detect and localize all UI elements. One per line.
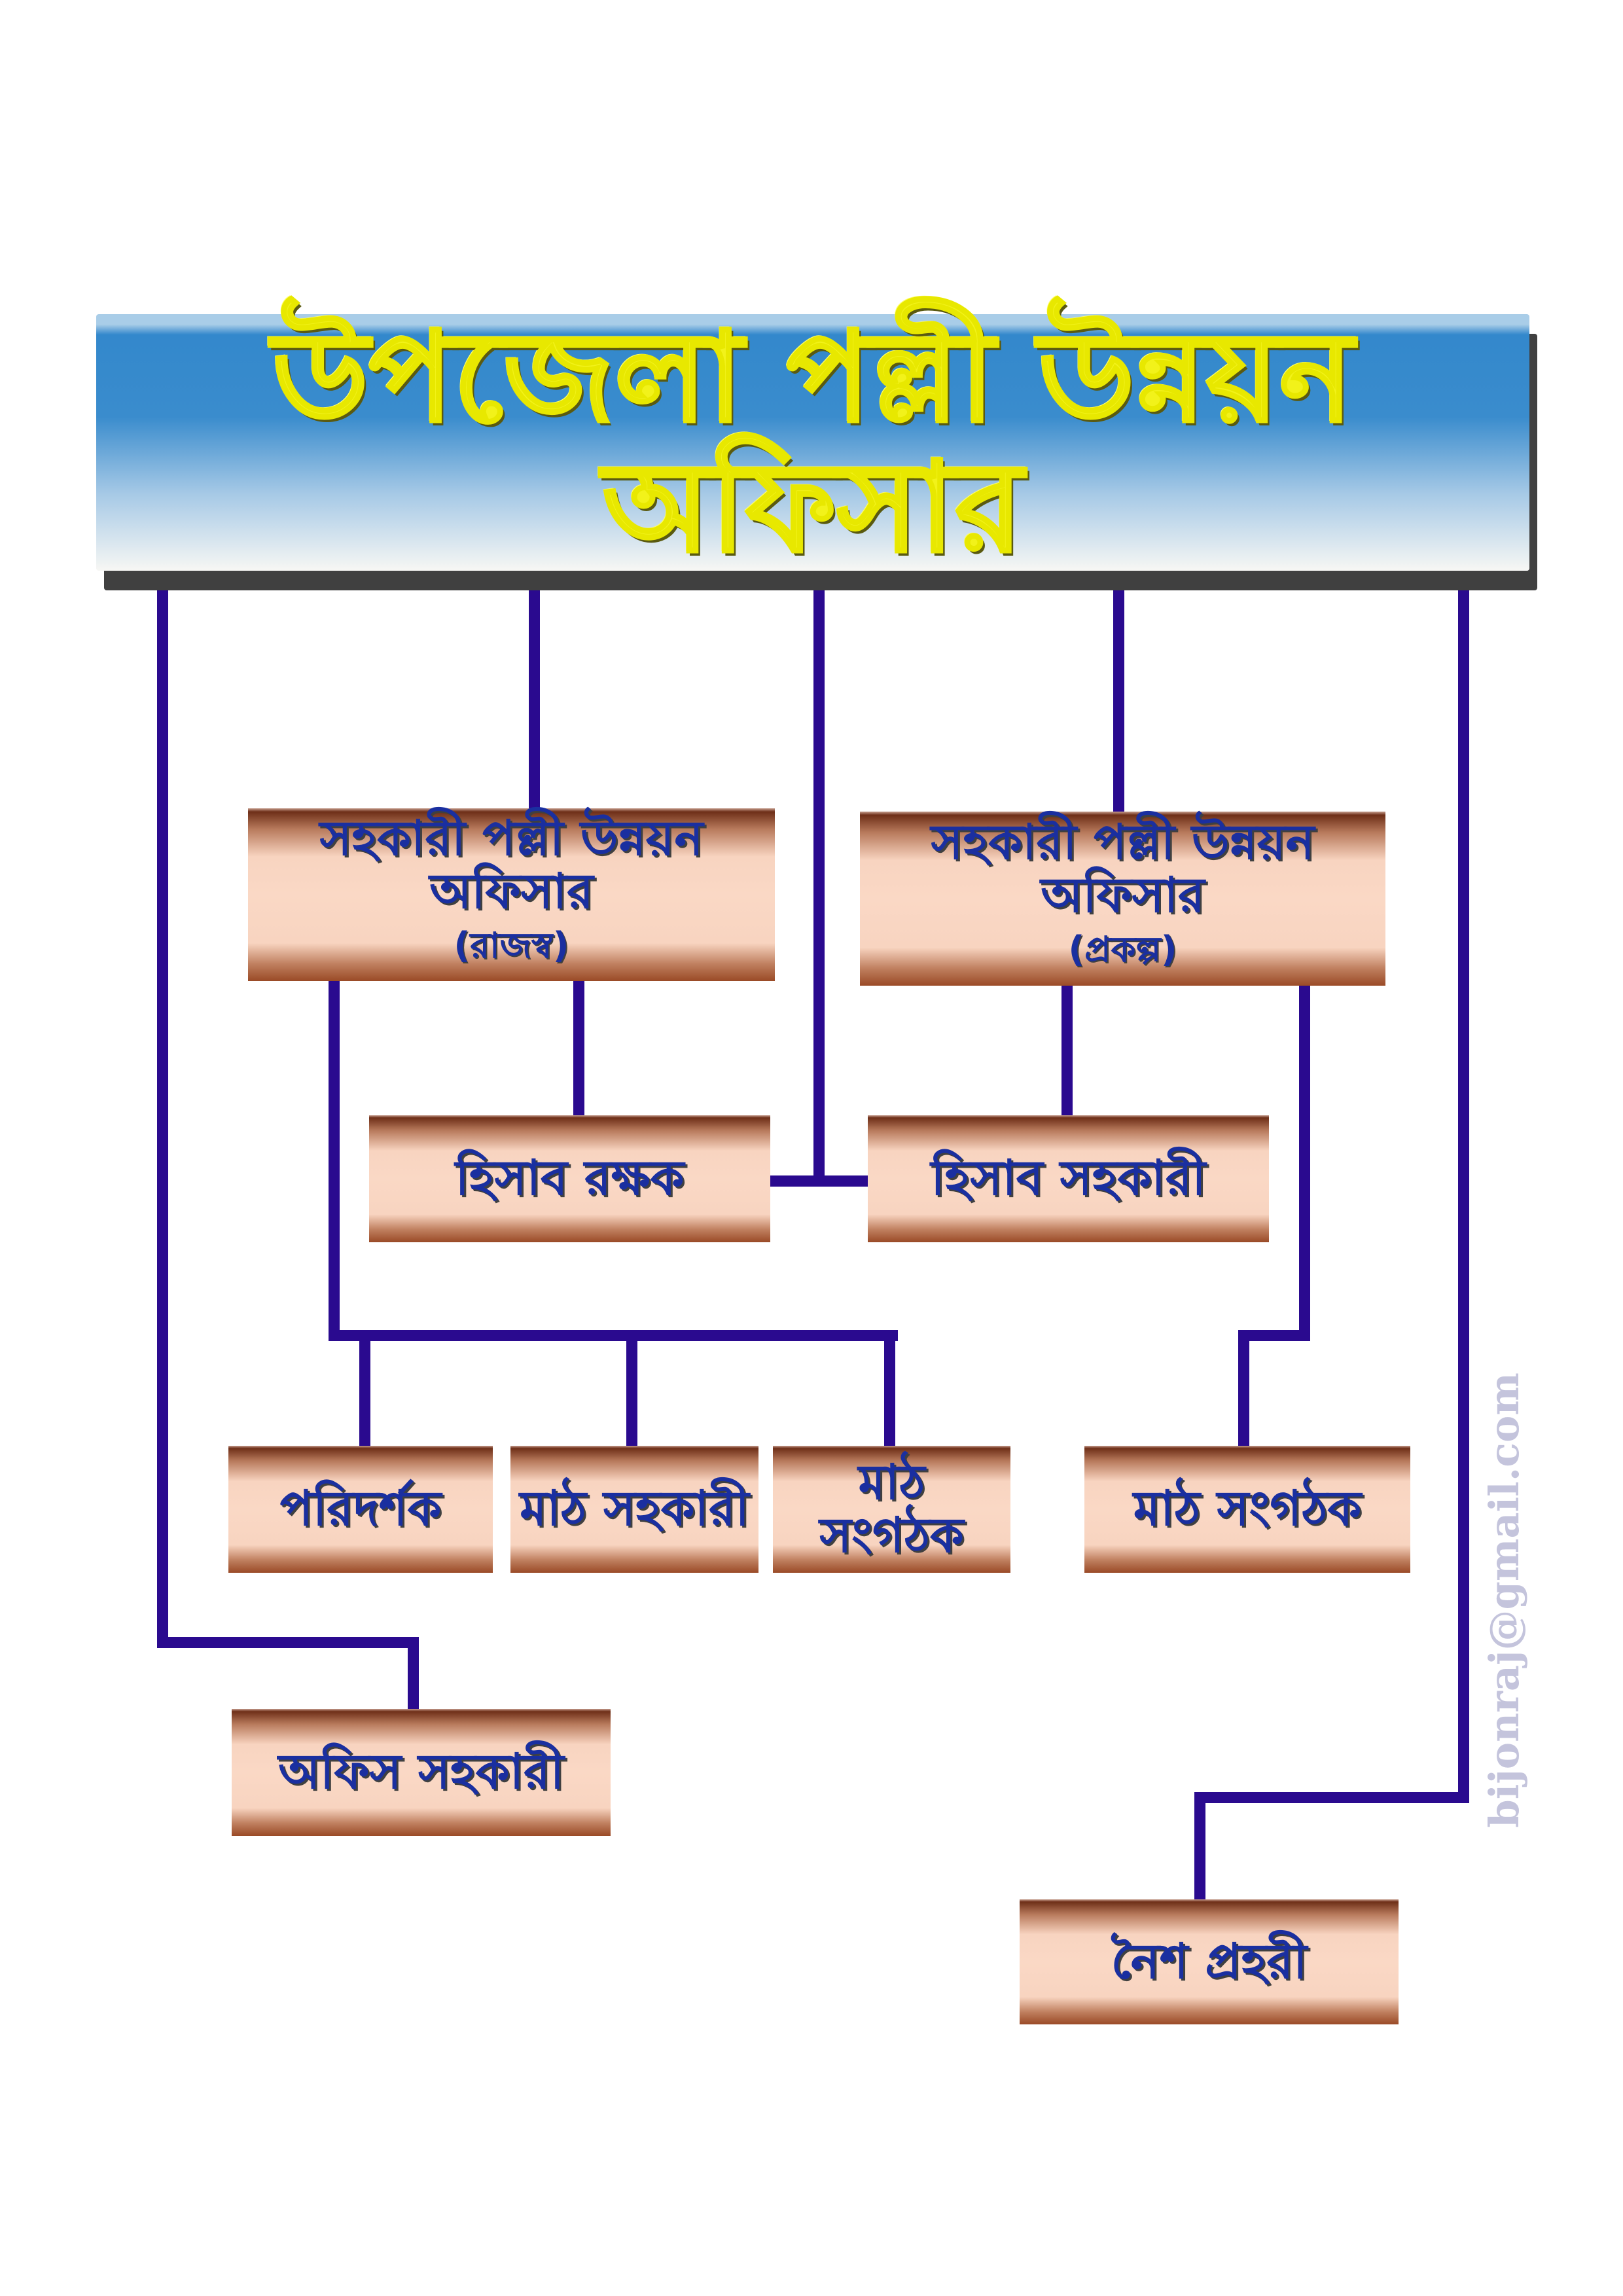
connector-line <box>1113 583 1124 812</box>
connector-line <box>329 981 340 1340</box>
connector-line <box>157 583 168 1647</box>
connector-line <box>157 1637 418 1648</box>
node-label: সহকারী পল্লী উন্নয়ন অফিসার <box>319 810 704 920</box>
node-label: মাঠ সংগঠক <box>1133 1480 1362 1537</box>
node-label: হিসাব সহকারী <box>931 1150 1206 1207</box>
connector-line <box>813 583 825 1186</box>
connector-line <box>1238 1330 1310 1341</box>
node-office-assistant: অফিস সহকারী <box>232 1709 611 1836</box>
title-text: উপজেলা পল্লী উন্নয়ন অফিসার <box>271 304 1355 580</box>
connector-line <box>529 583 540 808</box>
node-label: নৈশ প্রহরী <box>1111 1933 1308 1990</box>
node-sublabel: (রাজস্ব) <box>454 925 569 967</box>
connector-line <box>573 981 584 1115</box>
node-label: মাঠ সংগঠক <box>819 1454 964 1564</box>
node-label: পরিদর্শক <box>279 1480 442 1537</box>
node-field-assistant: মাঠ সহকারী <box>510 1446 758 1573</box>
node-ardo-project: সহকারী পল্লী উন্নয়ন অফিসার (প্রকল্প) <box>860 812 1385 986</box>
connector-line <box>1194 1792 1469 1803</box>
node-field-organizer-2: মাঠ সংগঠক <box>1084 1446 1410 1573</box>
node-ardo-revenue: সহকারী পল্লী উন্নয়ন অফিসার (রাজস্ব) <box>248 808 775 981</box>
connector-line <box>884 1330 895 1446</box>
node-sublabel: (প্রকল্প) <box>1068 929 1177 971</box>
node-inspector: পরিদর্শক <box>228 1446 493 1573</box>
connector-line <box>329 1330 898 1341</box>
node-label: অফিস সহকারী <box>278 1744 564 1801</box>
node-night-guard: নৈশ প্রহরী <box>1020 1899 1399 2024</box>
connector-line <box>770 1175 868 1187</box>
title-box: উপজেলা পল্লী উন্নয়ন অফিসার <box>96 304 1529 580</box>
connector-line <box>1238 1330 1249 1446</box>
connector-line <box>1194 1792 1205 1899</box>
connector-line <box>408 1637 419 1709</box>
node-field-organizer-1: মাঠ সংগঠক <box>773 1446 1010 1573</box>
node-label: মাঠ সহকারী <box>520 1480 749 1537</box>
watermark: bijonraj@gmail.com <box>1480 1372 1528 1828</box>
connector-line <box>1299 986 1310 1340</box>
node-label: সহকারী পল্লী উন্নয়ন অফিসার <box>931 814 1315 924</box>
node-accountant: হিসাব রক্ষক <box>369 1115 770 1242</box>
connector-line <box>1061 986 1073 1115</box>
connector-line <box>359 1330 370 1446</box>
node-accounts-assistant: হিসাব সহকারী <box>868 1115 1269 1242</box>
connector-line <box>1458 583 1469 1803</box>
node-label: হিসাব রক্ষক <box>455 1150 685 1207</box>
connector-line <box>626 1330 637 1446</box>
